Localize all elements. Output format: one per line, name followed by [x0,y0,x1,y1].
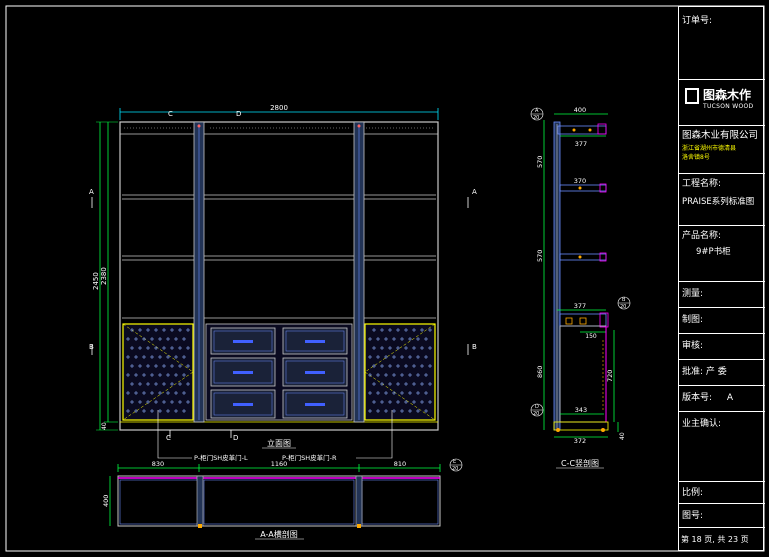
version-label: 版本号: [682,393,713,403]
section-inner-dim: 150 [585,333,597,340]
section-left-dim-2: 570 [536,250,544,262]
version-row: 版本号: A [679,385,765,411]
order-no-row: 订单号: [679,7,765,79]
elevation-bottom-marker-d: D [233,434,238,442]
plan-depth-dim: 400 [102,495,110,507]
company-address-2: 洛舍镇8号 [682,154,710,161]
draw-label: 制图: [682,315,704,325]
door-label-left: P-柜门SH皮革门-L [194,453,248,462]
left-leather-door [122,323,194,421]
elevation-marker-b-right: B [472,343,477,351]
review-row: 审核: [679,333,765,359]
elevation-marker-b-left: B [89,343,94,351]
section-lower-callout-letter: D [535,404,539,410]
door-label-right: P-柜门SH皮革门-R [282,453,337,462]
approve-label: 批准: 产 委 [682,367,727,377]
section-top-dim-1: 400 [574,106,586,114]
section-left-dim-3: 860 [536,366,544,378]
plan-dim-1: 830 [152,460,164,468]
drawing-frame [5,5,765,552]
approve-row: 批准: 产 委 [679,359,765,385]
measure-label: 测量: [682,289,704,299]
company-address-1: 浙江省湖州市德清县 [682,145,737,152]
company-logo: 图森木作 TUCSON WOOD [679,79,765,126]
elevation-marker-a-right: A [472,188,477,196]
product-row: 产品名称: 9#P书柜 [679,225,765,281]
logo-mark-icon [685,88,699,104]
version-value: A [726,393,734,403]
plan-title: A-A横剖图 [260,529,297,539]
elevation-base-dim: 40 [101,422,108,430]
elevation-height-outer: 2450 [92,272,100,290]
measure-row: 测量: [679,281,765,307]
elevation-top-marker-d: D [236,110,241,118]
section-left-dim-1: 570 [536,156,544,168]
plan-dim-2: 1160 [271,460,288,468]
title-block: 订单号: 图森木作 TUCSON WOOD 图森木业有限公司 浙江省湖州市德清县… [678,6,765,551]
elevation-width-dim: 2800 [270,104,288,112]
drawing-no-row: 图号: [679,503,765,527]
plan-callout-letter: E [453,459,456,465]
elevation-top-marker-c: C [168,110,173,118]
product-value: 9#P书柜 [696,247,731,257]
project-value: PRAISE系列标准图 [682,197,755,207]
section-top-callout-letter: A [535,108,539,114]
elevation-marker-a-left: A [89,188,94,196]
elevation-bottom-marker-c: C [166,434,171,442]
owner-row: 业主确认: [679,411,765,481]
scale-row: 比例: [679,481,765,503]
section-mid-callout-letter: B [622,297,626,303]
company-row: 图森木业有限公司 浙江省湖州市德清县 洛舍镇8号 [679,125,765,173]
section-top-dim-2: 377 [575,140,587,148]
page-row: 第 18 页, 共 23 页 [679,527,765,551]
section-mid-callout-number: 20 [620,304,626,310]
elevation-view: 2800 C D 2450 2380 40 A A B B [89,104,477,462]
section-height-dim: 720 [606,370,614,382]
section-bottom-dim: 372 [574,437,586,445]
section-lower-callout-number: 20 [533,411,539,417]
owner-label: 业主确认: [682,419,722,429]
drawing-no-label: 图号: [682,511,704,521]
logo-en: TUCSON WOOD [703,103,754,110]
scale-label: 比例: [682,488,704,498]
order-no-label: 订单号: [682,16,713,26]
section-bottom-inner-dim: 343 [575,406,587,414]
product-label: 产品名称: [682,231,722,241]
section-mid-dim: 377 [574,302,586,310]
project-row: 工程名称: PRAISE系列标准图 [679,173,765,225]
section-base-dim: 40 [619,432,626,440]
plan-view: 830 1160 810 E 20 400 A-A横剖图 [102,458,463,540]
section-title: C-C竖剖图 [561,458,599,468]
logo-cn: 图森木作 [703,88,752,102]
right-leather-door [364,323,436,421]
draw-row: 制图: [679,307,765,333]
review-label: 审核: [682,341,704,351]
project-label: 工程名称: [682,179,722,189]
plan-dim-3: 810 [394,460,406,468]
company-name: 图森木业有限公司 [682,130,759,141]
section-view: A 20 400 377 570 570 860 370 377 B 20 [530,106,631,469]
elevation-height-inner: 2380 [100,267,108,285]
plan-callout-number: 20 [452,466,458,472]
elevation-title: 立面图 [267,438,291,448]
section-top-callout-number: 20 [533,115,539,121]
section-shelf-dim: 370 [574,177,586,185]
page-label: 第 18 页, 共 23 页 [681,535,749,544]
